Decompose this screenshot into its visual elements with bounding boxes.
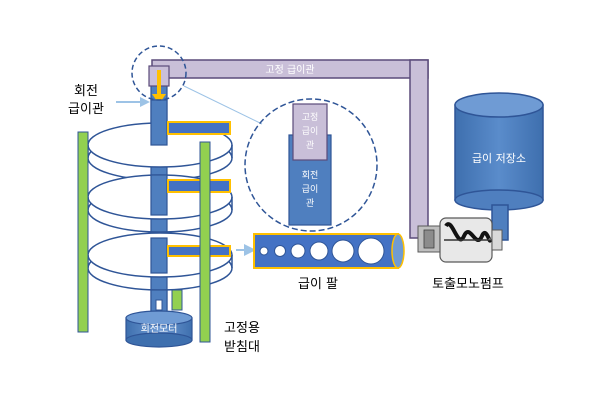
detail-callout-large bbox=[244, 98, 378, 232]
inset-rot-line2: 급이 bbox=[302, 184, 319, 195]
rotating-feeder-stack bbox=[87, 65, 233, 319]
support-label-1: 고정용 bbox=[224, 321, 260, 336]
support-post-left bbox=[77, 131, 89, 333]
storage-tank bbox=[454, 92, 544, 241]
support-label-2: 받침대 bbox=[224, 340, 260, 355]
rotating-pipe-label-2: 급이관 bbox=[68, 102, 104, 117]
inset-fixed-line1: 고정 bbox=[302, 112, 319, 123]
motor-label: 회전모터 bbox=[141, 323, 178, 335]
support-post-right bbox=[199, 141, 211, 343]
mono-pump bbox=[417, 217, 503, 263]
inset-rot-line1: 회전 bbox=[302, 170, 319, 181]
feeding-arm-detail bbox=[236, 233, 405, 269]
feeding-arm-label: 급이 팔 bbox=[298, 277, 338, 292]
inset-fixed-line2: 급이 bbox=[302, 126, 319, 137]
rotating-pipe-label-1: 회전 bbox=[74, 84, 98, 99]
inset-rot-line3: 관 bbox=[306, 198, 314, 209]
callout-connector bbox=[183, 85, 263, 125]
inset-pipe-detail bbox=[288, 103, 332, 226]
inset-fixed-line3: 관 bbox=[306, 140, 314, 151]
fixed-feed-pipe bbox=[151, 59, 429, 239]
rotating-pipe-pointer bbox=[116, 97, 150, 107]
detail-callout-small bbox=[131, 45, 187, 101]
storage-tank-label: 급이 저장소 bbox=[472, 152, 526, 165]
rotating-motor bbox=[125, 310, 193, 348]
mono-pump-label: 토출모노펌프 bbox=[432, 277, 504, 292]
fixed-pipe-label: 고정 급이관 bbox=[265, 64, 314, 76]
